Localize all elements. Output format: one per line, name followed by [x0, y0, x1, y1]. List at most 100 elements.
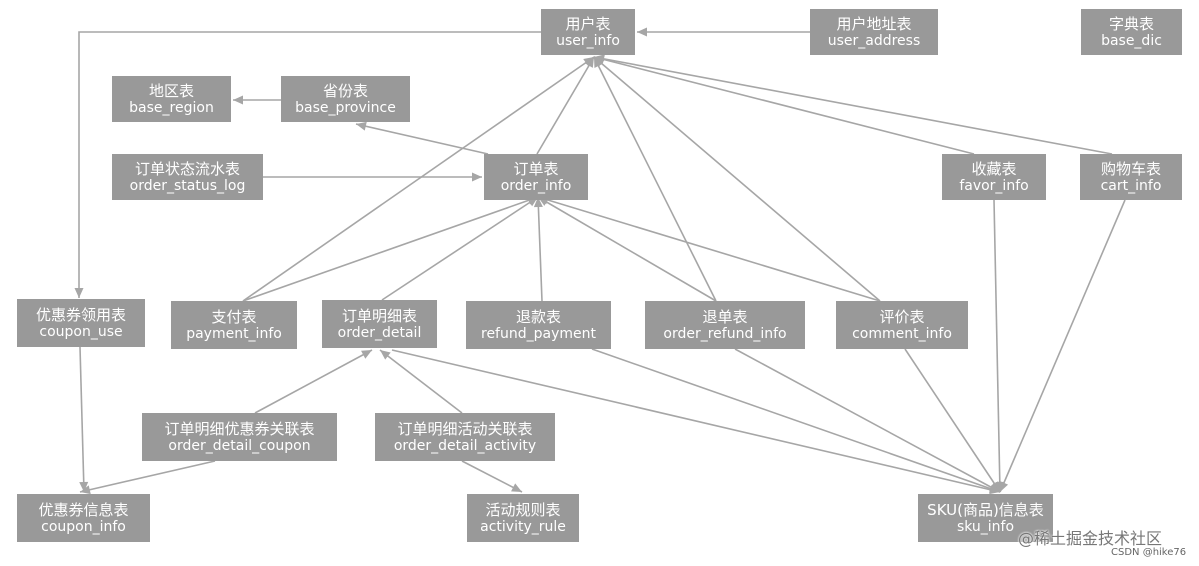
arrowhead-icon — [637, 27, 647, 37]
edge-line — [591, 348, 1001, 493]
edge-line — [355, 123, 489, 155]
arrowhead-icon — [472, 172, 482, 182]
edge-line — [999, 199, 1126, 493]
edge-line — [537, 196, 881, 302]
edge-line — [461, 460, 523, 493]
arrowhead-icon — [583, 57, 594, 67]
edge-comment-info-to-sku-info — [904, 348, 1001, 493]
edge-cart-info-to-sku-info — [999, 199, 1126, 493]
arrowhead-icon — [361, 350, 372, 359]
table-cn-name: 退款表 — [515, 307, 561, 326]
edge-comment-info-to-order-info — [537, 195, 881, 302]
edge-line — [593, 56, 717, 302]
edge-line — [381, 196, 539, 301]
edge-line — [593, 56, 881, 302]
table-cn-name: 优惠券领用表 — [35, 305, 126, 324]
table-en-name: order_detail_coupon — [168, 437, 311, 454]
edge-line — [379, 349, 463, 414]
table-cn-name: SKU(商品)信息表 — [927, 500, 1044, 519]
edge-line — [537, 196, 717, 302]
table-en-name: coupon_info — [41, 518, 126, 535]
edge-coupon-use-to-coupon-info — [79, 346, 89, 493]
table-cn-name: 订单状态流水表 — [134, 159, 240, 178]
table-cn-name: 优惠券信息表 — [38, 500, 129, 519]
table-cn-name: 订单明细表 — [341, 306, 417, 325]
table-en-name: base_dic — [1101, 32, 1162, 49]
table-en-name: activity_rule — [480, 518, 566, 535]
table-cn-name: 评价表 — [879, 307, 925, 326]
edge-cart-info-to-user-info — [593, 54, 1113, 155]
edge-line — [593, 56, 975, 155]
edge-order-info-to-user-info — [536, 56, 595, 155]
table-en-name: coupon_use — [39, 323, 123, 340]
edge-payment-info-to-order-info — [242, 196, 539, 302]
edge-line — [79, 346, 85, 493]
table-en-name: order_refund_info — [663, 325, 787, 342]
table-cn-name: 购物车表 — [1100, 159, 1161, 178]
edge-favor-info-to-sku-info — [993, 199, 1005, 493]
edge-base-province-to-base-region — [233, 95, 281, 105]
arrowhead-icon — [594, 54, 605, 64]
edge-line — [78, 31, 541, 298]
table-cn-name: 订单明细优惠券关联表 — [164, 419, 315, 438]
edge-line — [904, 348, 1001, 493]
table-cn-name: 退单表 — [702, 307, 748, 326]
table-cn-name: 订单表 — [513, 159, 559, 178]
arrowhead-icon — [380, 350, 391, 360]
arrowhead-icon — [356, 121, 367, 131]
edge-line — [536, 56, 595, 155]
arrowhead-icon — [999, 481, 1009, 492]
table-cn-name: 收藏表 — [971, 159, 1017, 178]
table-en-name: cart_info — [1100, 177, 1162, 194]
arrowhead-icon — [511, 483, 522, 492]
table-cn-name: 用户地址表 — [836, 14, 912, 33]
edge-line — [993, 199, 1001, 493]
arrowhead-icon — [989, 484, 1000, 493]
edge-order-detail-to-order-info — [381, 196, 539, 301]
arrowhead-icon — [80, 485, 91, 495]
edge-order-info-to-base-province — [355, 121, 489, 155]
edge-order-detail-coupon-to-order-detail — [254, 349, 373, 414]
table-en-name: payment_info — [186, 325, 282, 342]
arrowhead-icon — [79, 481, 89, 492]
table-cn-name: 字典表 — [1108, 14, 1154, 33]
table-cn-name: 订单明细活动关联表 — [397, 419, 533, 438]
table-en-name: order_detail_activity — [393, 437, 537, 454]
edge-line — [254, 349, 373, 414]
edge-refund-payment-to-order-info — [533, 196, 543, 302]
edge-order-detail-coupon-to-coupon-info — [79, 460, 216, 495]
edge-user-address-to-user-info — [637, 27, 810, 37]
table-en-name: order_info — [500, 177, 572, 194]
table-en-name: base_province — [295, 99, 396, 116]
table-en-name: comment_info — [852, 325, 952, 342]
edge-line — [242, 56, 595, 302]
table-en-name: base_region — [129, 99, 214, 116]
edge-order-detail-activity-to-activity-rule — [461, 460, 523, 493]
watermark-csdn: CSDN @hike76 — [1111, 547, 1187, 558]
edge-favor-info-to-user-info — [593, 55, 975, 155]
edge-user-info-to-coupon-use — [74, 31, 541, 298]
table-en-name: order_detail — [337, 324, 422, 341]
edge-payment-info-to-user-info — [242, 56, 595, 302]
edge-refund-payment-to-sku-info — [591, 348, 1001, 493]
edge-order-refund-info-to-sku-info — [734, 348, 1001, 493]
edge-line — [79, 460, 216, 493]
table-en-name: sku_info — [956, 518, 1015, 535]
table-cn-name: 地区表 — [148, 81, 194, 100]
